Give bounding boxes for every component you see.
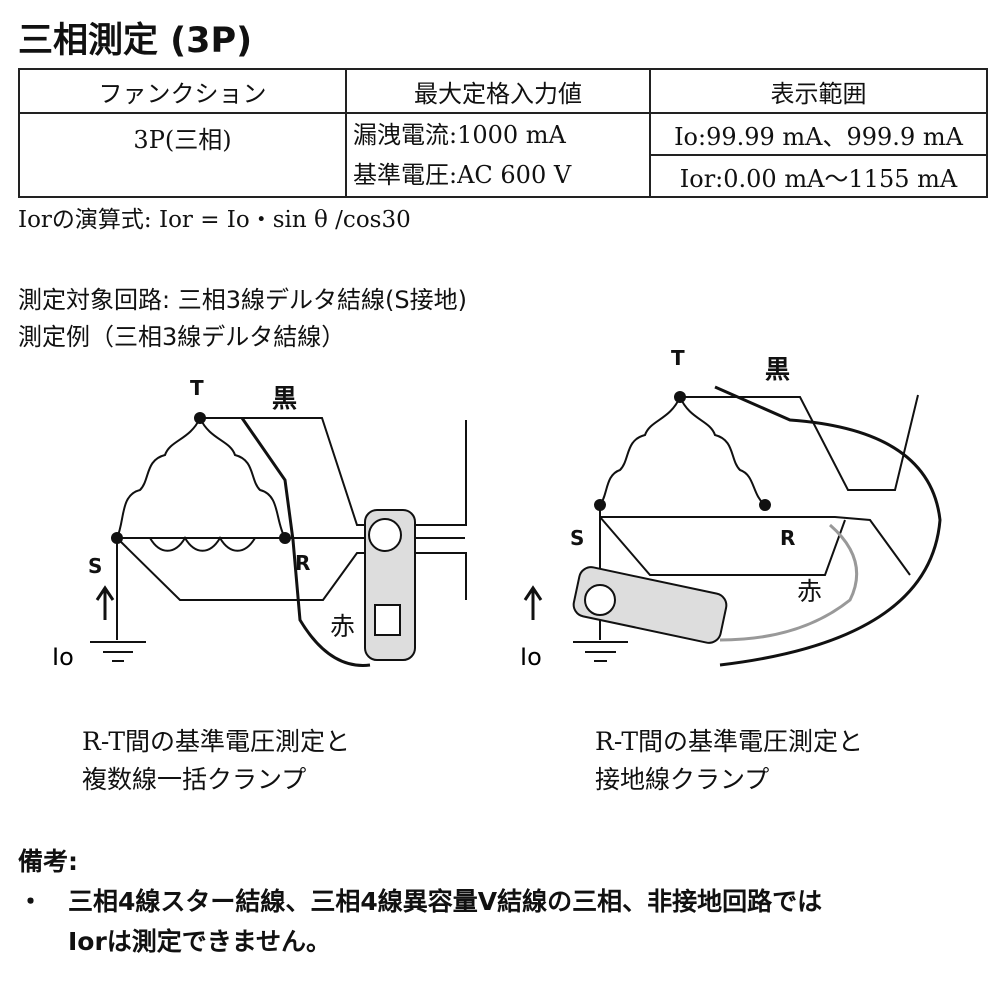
caption-right-2: 接地線クランプ bbox=[595, 765, 770, 794]
label-s: S bbox=[570, 526, 584, 550]
caption-left-2: 複数線一括クランプ bbox=[82, 765, 307, 794]
label-black: 黒 bbox=[272, 384, 297, 413]
diagram-left bbox=[90, 417, 467, 667]
arrow-up-icon bbox=[95, 585, 115, 620]
coil-delta bbox=[599, 396, 766, 506]
label-black: 黒 bbox=[765, 355, 790, 384]
label-r: R bbox=[295, 551, 310, 575]
line-r bbox=[600, 516, 911, 576]
label-io: Io bbox=[52, 643, 74, 671]
page-title: 三相測定 (3P) bbox=[18, 21, 253, 61]
notes-bullet: ・ bbox=[18, 887, 44, 916]
diagram-right bbox=[523, 385, 942, 667]
label-t: T bbox=[190, 376, 204, 400]
caption-left-1: R-T間の基準電圧測定と bbox=[82, 727, 351, 756]
caption-right-1: R-T間の基準電圧測定と bbox=[595, 727, 864, 756]
red-lead bbox=[719, 523, 859, 642]
label-red: 赤 bbox=[330, 612, 355, 641]
max-rating-leakage: 漏洩電流:1000 mA bbox=[353, 121, 566, 149]
clamp-meter-icon bbox=[572, 566, 728, 644]
header-function: ファンクション bbox=[18, 68, 347, 114]
line-s bbox=[599, 516, 846, 576]
line-t bbox=[200, 417, 467, 526]
display-range-io: Io:99.99 mA、999.9 mA bbox=[649, 112, 988, 156]
header-display-range: 表示範囲 bbox=[649, 68, 988, 114]
example-heading: 測定例（三相3線デルタ結線） bbox=[18, 323, 346, 351]
black-lead bbox=[240, 417, 371, 667]
arrow-up-icon bbox=[523, 585, 543, 620]
max-rating-voltage: 基準電圧:AC 600 V bbox=[353, 161, 572, 189]
label-r: R bbox=[780, 526, 795, 550]
ior-formula: Iorの演算式: Ior = Io・sin θ /cos30 bbox=[18, 207, 411, 233]
max-rating-cell: 漏洩電流:1000 mA 基準電圧:AC 600 V bbox=[345, 112, 651, 198]
label-t: T bbox=[671, 346, 685, 370]
function-value: 3P(三相) bbox=[18, 112, 347, 198]
spec-table: ファンクション 最大定格入力値 表示範囲 3P(三相) 漏洩電流:1000 mA… bbox=[18, 68, 988, 198]
line-s bbox=[116, 537, 467, 601]
label-red: 赤 bbox=[797, 577, 822, 606]
ground-icon bbox=[90, 641, 146, 662]
label-io: Io bbox=[520, 643, 542, 671]
header-max-rating: 最大定格入力値 bbox=[345, 68, 651, 114]
coil-delta bbox=[116, 417, 286, 552]
notes-item-2: Iorは測定できません。 bbox=[68, 927, 332, 956]
wiring-diagrams: T S R 黒 赤 Io T S R 黒 赤 Io bbox=[52, 346, 942, 671]
line-t bbox=[680, 394, 919, 491]
display-range-ior: Ior:0.00 mA〜1155 mA bbox=[649, 154, 988, 198]
notes-item-1: 三相4線スター結線、三相4線異容量V結線の三相、非接地回路では bbox=[68, 887, 823, 916]
label-s: S bbox=[88, 554, 102, 578]
notes-heading: 備考: bbox=[18, 847, 78, 876]
black-lead bbox=[714, 385, 942, 667]
ground-icon bbox=[573, 641, 628, 662]
target-circuit: 測定対象回路: 三相3線デルタ結線(S接地) bbox=[18, 286, 467, 314]
